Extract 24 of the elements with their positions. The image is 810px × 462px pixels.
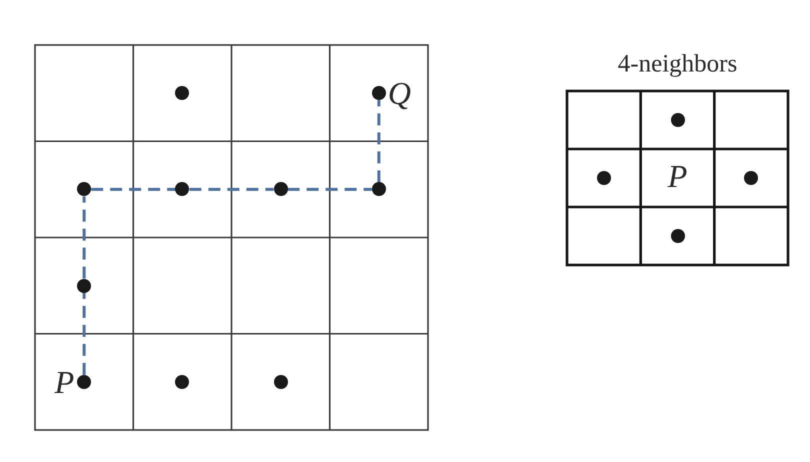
pixel-dot xyxy=(77,182,92,196)
point-label: Q xyxy=(388,77,411,110)
pixel-dot xyxy=(77,374,92,389)
pixel-dot xyxy=(596,171,611,185)
point-label: P xyxy=(54,366,74,398)
pixel-dot xyxy=(372,182,386,196)
point-label: P xyxy=(668,160,688,192)
pixel-dot xyxy=(77,278,92,293)
path-segment xyxy=(189,188,274,191)
grid-title: 4-neighbors xyxy=(618,52,738,76)
pixel-dot xyxy=(274,374,288,389)
pixel-dot xyxy=(372,86,386,100)
path-segment xyxy=(82,196,86,279)
pixel-dot xyxy=(670,229,684,243)
pixel-dot xyxy=(175,86,190,100)
pixel-dot xyxy=(175,182,190,196)
path-segment xyxy=(91,188,176,191)
path-segment xyxy=(377,100,380,182)
path-segment xyxy=(82,292,86,375)
pixel-dot xyxy=(274,182,288,196)
pixel-dot xyxy=(670,113,684,127)
path-segment xyxy=(288,188,372,191)
pixel-dot xyxy=(175,374,190,389)
pixel-dot xyxy=(744,171,758,185)
